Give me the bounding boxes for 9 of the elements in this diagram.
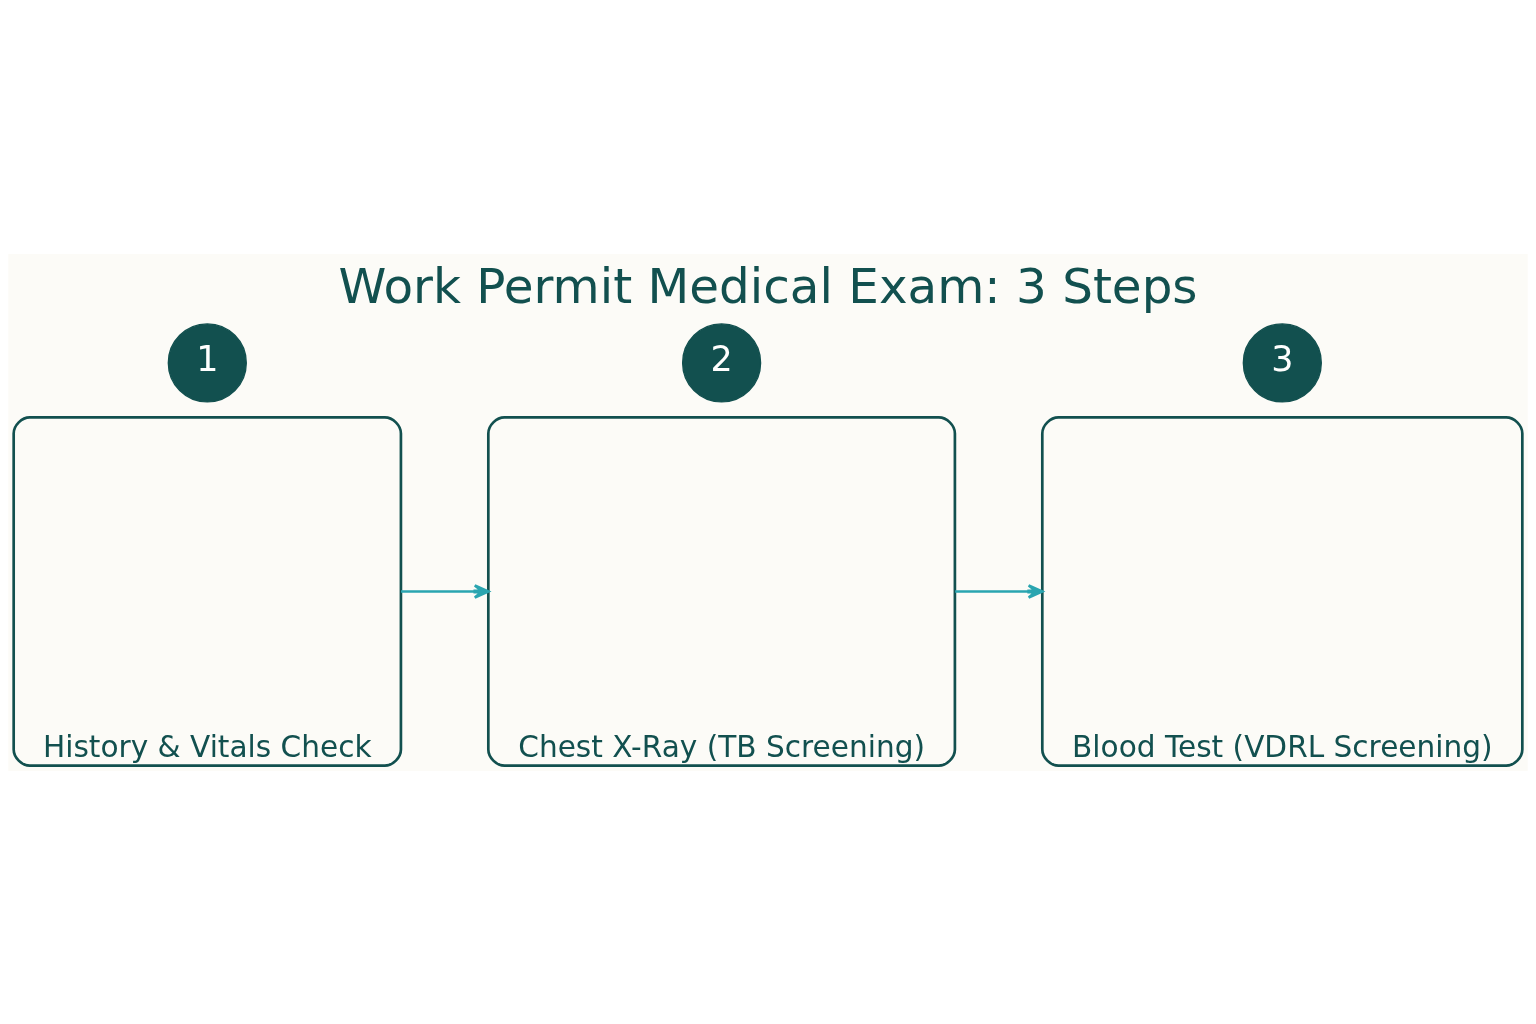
node-circle: 2 [681,322,762,403]
node-box: Chest X-Ray (TB Screening) [486,415,957,767]
node-circle: 1 [167,322,247,403]
node-box: Blood Test (VDRL Screening) [1040,415,1524,767]
node-box: History & Vitals Check [12,415,403,767]
diagram-title: Work Permit Medical Exam: 3 Steps [338,257,1198,314]
arrow [401,583,490,599]
arrow [955,583,1044,599]
node-circle: 3 [1242,322,1322,403]
